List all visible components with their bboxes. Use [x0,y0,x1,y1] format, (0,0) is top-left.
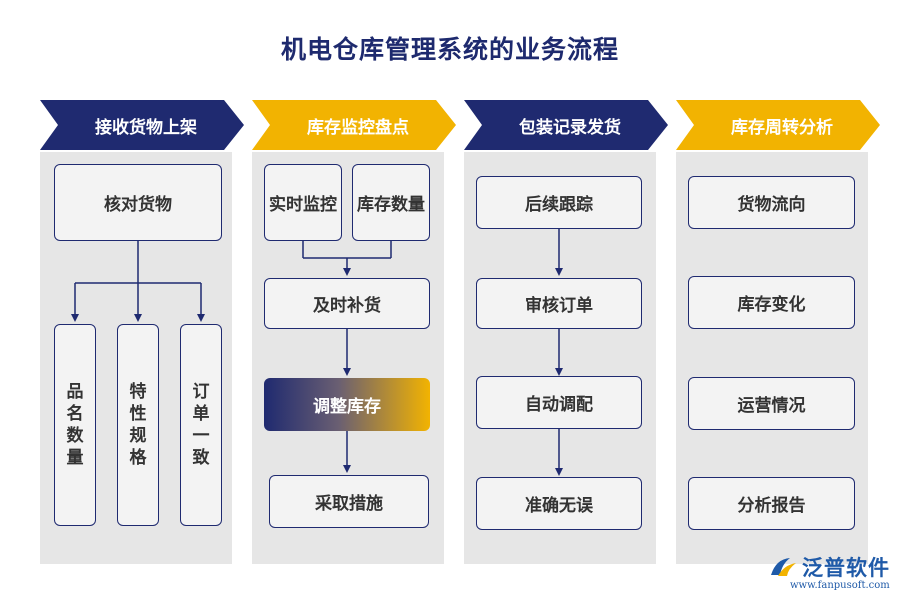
brand-name: 泛普软件 [802,556,890,580]
brand-mark-icon [771,558,796,576]
step-accurate: 准确无误 [476,477,642,530]
step-take-measures: 采取措施 [269,475,429,528]
step-stock-quantity: 库存数量 [352,164,430,241]
step-auto-dispatch: 自动调配 [476,376,642,429]
step-adjust-stock: 调整库存 [264,378,430,431]
step-order-match: 订单一致 [180,324,222,526]
page-title: 机电仓库管理系统的业务流程 [280,35,619,64]
step-order-match-label: 订单一致 [192,382,210,468]
stage-header-2: 库存监控盘点 [252,100,456,150]
brand-logo: 泛普软件 [768,552,890,582]
step-follow-up: 后续跟踪 [476,176,642,229]
step-goods-flow: 货物流向 [688,176,855,229]
step-review-order: 审核订单 [476,278,642,329]
brand-url: www.fanpusoft.com [790,580,890,591]
step-specs-label: 特性规格 [129,382,147,468]
stage-header-1: 接收货物上架 [40,100,244,150]
step-specs: 特性规格 [117,324,159,526]
stage-header-3: 包装记录发货 [464,100,668,150]
step-product-quantity-label: 品名数量 [66,382,84,468]
step-stock-change: 库存变化 [688,276,855,329]
step-product-quantity: 品名数量 [54,324,96,526]
step-operations: 运营情况 [688,377,855,430]
step-restock: 及时补货 [264,278,430,329]
step-analysis-report: 分析报告 [688,477,855,530]
stage-header-4: 库存周转分析 [676,100,880,150]
step-realtime-monitor: 实时监控 [264,164,342,241]
step-verify-goods: 核对货物 [54,164,222,241]
